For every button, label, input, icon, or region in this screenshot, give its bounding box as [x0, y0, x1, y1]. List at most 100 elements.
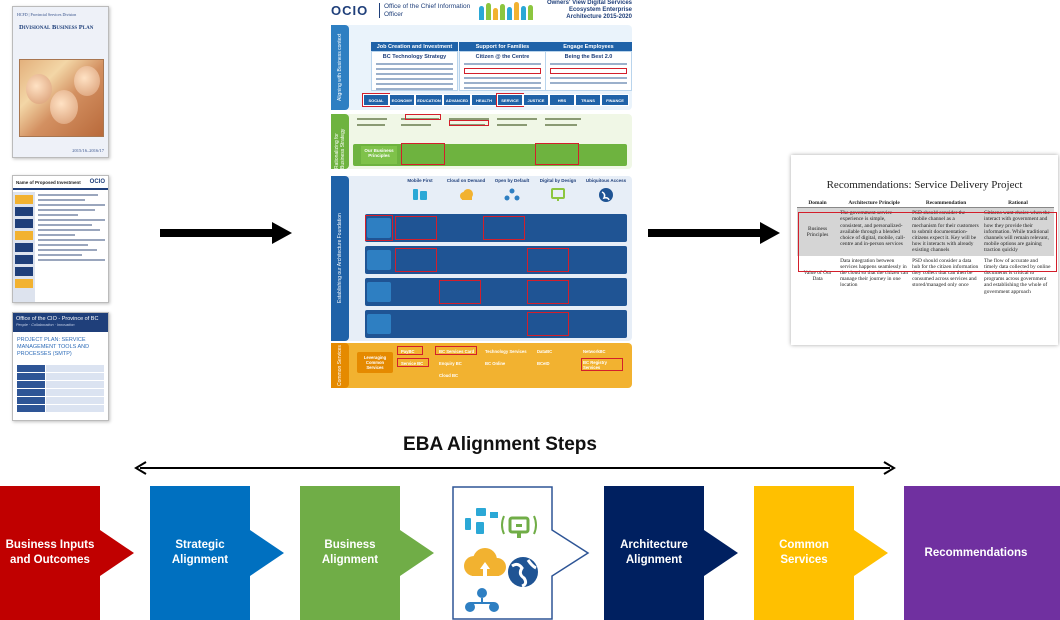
goal-box: Citizen @ the Centre — [459, 51, 546, 91]
goal-header: Job Creation and Investment — [371, 42, 458, 52]
side-label: Establishing our Architecture Foundation — [331, 176, 349, 341]
doc1-title: Divisional Business Plan — [19, 23, 94, 31]
architecture-row — [365, 278, 627, 306]
service-technology-services: Technology Services — [485, 349, 527, 354]
pillar-title: Digital by Design — [539, 178, 577, 183]
doc3-header-sub: People · Collaboration · Innovation — [16, 322, 75, 327]
recommendations-title: Recommendations: Service Delivery Projec… — [826, 179, 1023, 191]
doc3-table — [17, 365, 104, 413]
step-label: Business Inputs and Outcomes — [5, 539, 95, 566]
globe-icon — [599, 188, 613, 202]
investment-proposal-thumbnail: Name of Proposed Investment OCIO — [12, 175, 109, 303]
sector-justice: JUSTICE — [523, 94, 549, 106]
step-business-inputs: Business Inputs and Outcomes — [0, 486, 134, 620]
goal-box: BC Technology Strategy — [371, 51, 458, 91]
side-label: Rationalizing for Business Strategy — [331, 114, 349, 169]
table-row: Business Principles The government servi… — [797, 207, 1054, 256]
doc2-title: Name of Proposed Investment — [16, 179, 81, 185]
pillar-title: Cloud on Demand — [446, 178, 486, 183]
project-plan-thumbnail: Office of the CIO - Province of BC Peopl… — [12, 312, 109, 421]
goal-header: Engage Employees — [545, 42, 632, 52]
service-cloud-bc: Cloud BC — [439, 373, 459, 378]
monitor-icon — [551, 188, 565, 201]
step-arrow-shape — [754, 486, 888, 620]
service-bc-registry: BC Registry Services — [583, 360, 607, 370]
step-label: Architecture Alignment — [620, 539, 688, 566]
step-label: Strategic Alignment — [171, 539, 229, 566]
globe-icon — [508, 557, 538, 588]
service-databc: DataBC — [537, 349, 553, 354]
step-architecture-icons — [452, 486, 590, 620]
sector-health: HEALTH — [471, 94, 497, 106]
step-arrow-shape — [604, 486, 738, 620]
architecture-row — [365, 310, 627, 338]
ocio-logo: OCIO — [89, 179, 105, 185]
goal-subtitle: BC Technology Strategy — [382, 54, 447, 60]
monitor-icon — [501, 515, 537, 538]
flow-arrow-icon — [648, 222, 780, 244]
step-box-shape — [904, 486, 1060, 620]
span-double-arrow-icon — [134, 461, 896, 475]
step-label: Common Services — [779, 539, 829, 566]
step-arrow-shape — [300, 486, 434, 620]
step-common-services: Common Services — [754, 486, 888, 620]
enterprise-architecture-poster: OCIO Office of the Chief Information Off… — [331, 0, 632, 396]
doc1-date: 2015/16–2016/17 — [72, 148, 104, 153]
sector-economy: ECONOMY — [389, 94, 415, 106]
steps-title: EBA Alignment Steps — [403, 434, 597, 455]
sector-finance: FINANCE — [601, 94, 629, 106]
side-label: Aligning with Business context — [331, 25, 349, 110]
service-enquiry-bc: Enquiry BC — [439, 361, 462, 366]
sector-social: SOCIAL — [362, 93, 390, 107]
poster-title: Owners' View Digital Services Ecosystem … — [546, 0, 632, 20]
step-architecture-alignment: Architecture Alignment — [604, 486, 738, 620]
cell-domain: Business Principles — [797, 207, 839, 256]
service-service-bc: Service BC — [401, 361, 424, 366]
sector-trans: TRANS — [575, 94, 601, 106]
step-arrow-shape — [0, 486, 134, 620]
cell-domain: Value of Our Data — [803, 270, 832, 283]
step-recommendations: Recommendations — [904, 486, 1060, 620]
sector-service: SERVICE — [496, 93, 524, 107]
step-arrow-shape — [150, 486, 284, 620]
cell-principle: The government service experience is sim… — [838, 207, 911, 256]
divisional-business-plan-thumbnail: HCFD | Provincial Services Division Divi… — [12, 6, 109, 158]
cell-recommendation: PSD should consider the mobile channel a… — [910, 207, 983, 256]
mobile-devices-icon — [413, 189, 427, 200]
gold-label: Leveraging Common Services — [357, 352, 393, 373]
pillar-title: Mobile First — [407, 178, 433, 183]
step-label: Business Alignment — [321, 539, 379, 566]
service-networkbc: NetworkBC — [583, 349, 606, 354]
column-header: Recommendation — [910, 199, 983, 209]
sector-hrs: HRS — [549, 94, 575, 106]
recommendations-table: Domain Architecture Principle Recommenda… — [797, 199, 1054, 297]
column-header: Architecture Principle — [838, 199, 911, 209]
cell-principle: Data integration between services happen… — [840, 257, 909, 289]
column-header: Domain — [797, 199, 839, 209]
service-bceid: BCeID — [537, 361, 550, 366]
people-network-icon — [504, 188, 520, 201]
recommendations-document: Recommendations: Service Delivery Projec… — [791, 155, 1058, 345]
poster-office: Office of the Chief Information Officer — [379, 3, 479, 18]
people-icon — [479, 1, 541, 20]
cell-recommendation: PSD should consider a data hub for the c… — [912, 257, 979, 289]
goal-header: Support for Families — [459, 42, 546, 52]
column-header: Rational — [982, 199, 1054, 209]
children-photo — [19, 59, 104, 137]
flow-arrow-icon — [160, 222, 292, 244]
mobile-devices-icon — [465, 508, 498, 534]
service-bc-online: BC Online — [485, 361, 506, 366]
step-strategic-alignment: Strategic Alignment — [150, 486, 284, 620]
goal-box: Being the Best 2.0 — [545, 51, 632, 91]
cell-rational: Citizens want choice when the interact w… — [982, 207, 1054, 256]
pillar-title: Ubiquitous Access — [585, 178, 627, 183]
service-paybc: PayBC — [401, 349, 415, 354]
side-label: Common Services — [331, 343, 349, 388]
sector-advanced-education: ADVANCED EDUCATION — [443, 94, 471, 115]
architecture-row — [365, 246, 627, 274]
principles-label: Our Business Principles — [361, 146, 397, 164]
cloud-icon — [464, 548, 506, 576]
cloud-icon — [460, 189, 473, 200]
people-network-icon — [465, 588, 499, 612]
poster-logo: OCIO — [331, 3, 369, 18]
